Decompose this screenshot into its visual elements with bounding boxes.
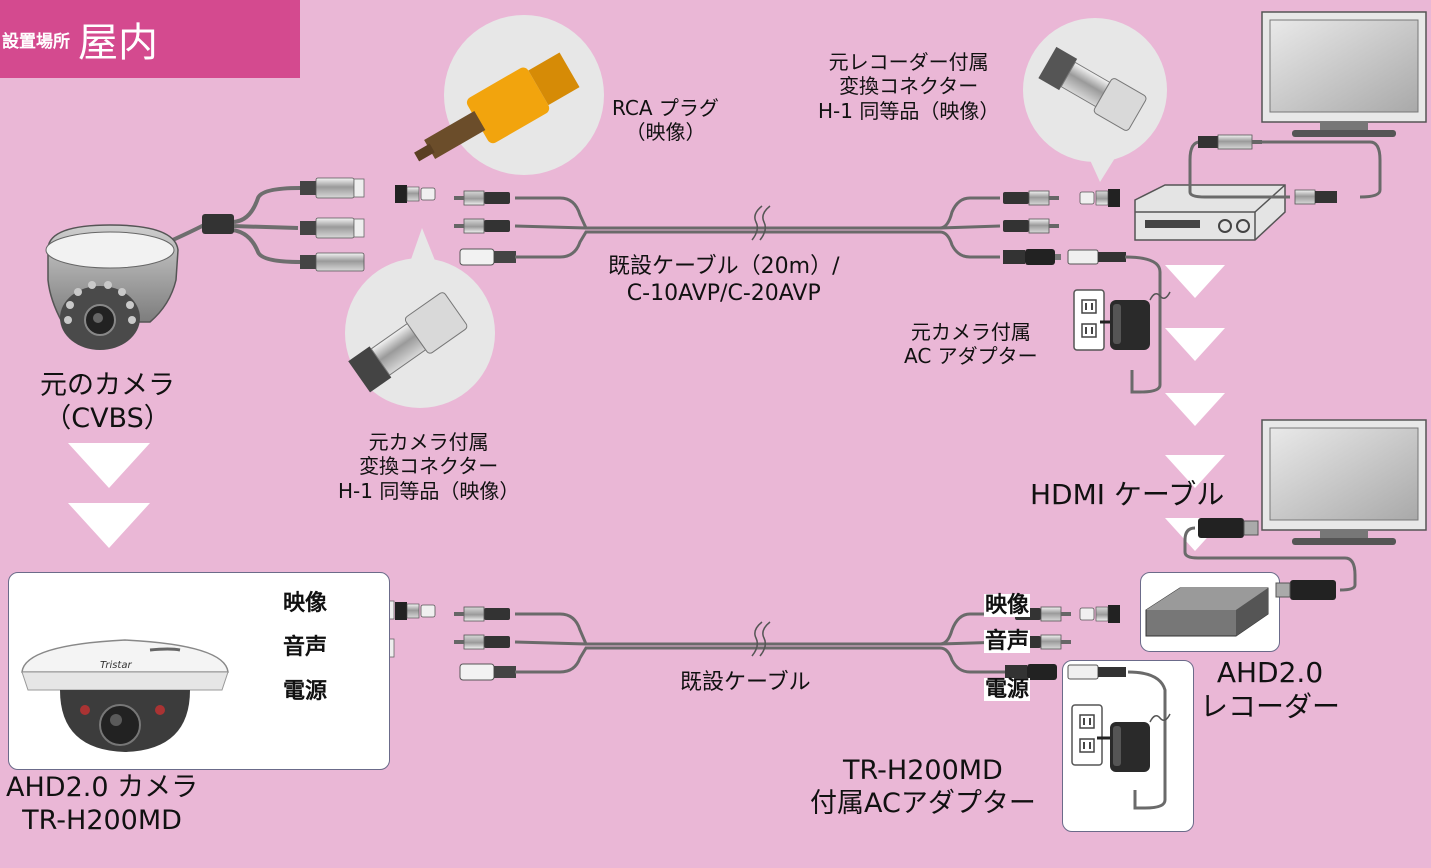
recorder-connector-line3: H-1 同等品（映像） <box>818 98 1000 123</box>
ahd-camera-label: AHD2.0 カメラ TR-H200MD <box>6 772 198 838</box>
tag-audio-camera: 音声 <box>282 635 329 660</box>
hdmi-cable-text: HDMI ケーブル <box>1030 478 1225 511</box>
ahd-adapter-line2: 付属ACアダプター <box>810 787 1036 819</box>
camera-connector-line3: H-1 同等品（映像） <box>338 478 520 503</box>
camera-connector-callout <box>345 228 495 408</box>
rca-plug-label: RCA プラグ （映像） <box>612 96 719 145</box>
camera-connector-line1: 元カメラ付属 <box>368 430 489 454</box>
rca-plug-callout <box>414 15 604 175</box>
tag-video-recorder: 映像 <box>984 593 1031 618</box>
ahd-camera <box>21 639 229 752</box>
rca-plug-label-line2: （映像） <box>625 120 706 145</box>
location-badge-value: 屋内 <box>78 20 158 66</box>
recorder-connector-label: 元レコーダー付属 変換コネクター H-1 同等品（映像） <box>818 50 999 123</box>
ahd-recorder-line2: レコーダー <box>1200 690 1341 724</box>
top-cable-bundle <box>514 196 1001 259</box>
ahd-recorder-label: AHD2.0 レコーダー <box>1200 656 1340 724</box>
camera-adapter-label: 元カメラ付属 AC アダプター <box>904 320 1038 369</box>
tag-power-recorder: 電源 <box>984 677 1031 702</box>
recorder-connector-line1: 元レコーダー付属 <box>828 50 989 74</box>
existing-cable-top-line1: 既設ケーブル（20m）/ <box>608 254 840 279</box>
hdmi-cable-graphic <box>1198 518 1336 600</box>
new-monitor <box>1261 419 1427 546</box>
old-recorder <box>1134 184 1286 241</box>
ahd-camera-line2: TR-H200MD <box>22 804 182 836</box>
old-camera <box>45 224 179 350</box>
existing-cable-bottom-text: 既設ケーブル <box>680 670 811 695</box>
original-camera-label: 元のカメラ （CVBS） <box>40 370 175 436</box>
camera-connector-label: 元カメラ付属 変換コネクター H-1 同等品（映像） <box>338 430 519 503</box>
rca-plug-label-line1: RCA プラグ <box>612 96 719 120</box>
tag-video-camera: 映像 <box>282 591 329 616</box>
existing-cable-top-line2: C-10AVP/C-20AVP <box>626 280 821 306</box>
existing-cable-bottom-label: 既設ケーブル <box>680 670 811 697</box>
flow-arrows <box>68 265 1225 551</box>
existing-cable-top-label: 既設ケーブル（20m）/ C-10AVP/C-20AVP <box>608 254 840 308</box>
camera-connector-line2: 変換コネクター <box>359 454 499 479</box>
camera-adapter-line2: AC アダプター <box>904 344 1038 369</box>
camera-adapter-line1: 元カメラ付属 <box>910 320 1031 344</box>
harness-splitter <box>202 214 234 234</box>
ahd-camera-line1: AHD2.0 カメラ <box>6 772 199 803</box>
tag-power-camera: 電源 <box>282 679 329 704</box>
recorder-connector-line2: 変換コネクター <box>839 74 979 99</box>
location-badge-label: 設置場所 <box>2 31 70 52</box>
ahd-recorder <box>1145 587 1269 637</box>
ahd-adapter-line1: TR-H200MD <box>843 755 1003 786</box>
original-camera-line2: （CVBS） <box>44 402 171 434</box>
original-camera-line1: 元のカメラ <box>40 370 175 401</box>
recorder-connector-callout <box>1023 18 1167 182</box>
ahd-recorder-line1: AHD2.0 <box>1216 656 1324 689</box>
tag-audio-recorder: 音声 <box>984 629 1031 654</box>
hdmi-cable-label: HDMI ケーブル <box>1030 478 1224 512</box>
ahd-adapter-label: TR-H200MD 付属ACアダプター <box>810 755 1036 821</box>
location-badge: 設置場所 屋内 <box>0 0 300 78</box>
camera-brand-logo: Tristar <box>100 660 132 671</box>
